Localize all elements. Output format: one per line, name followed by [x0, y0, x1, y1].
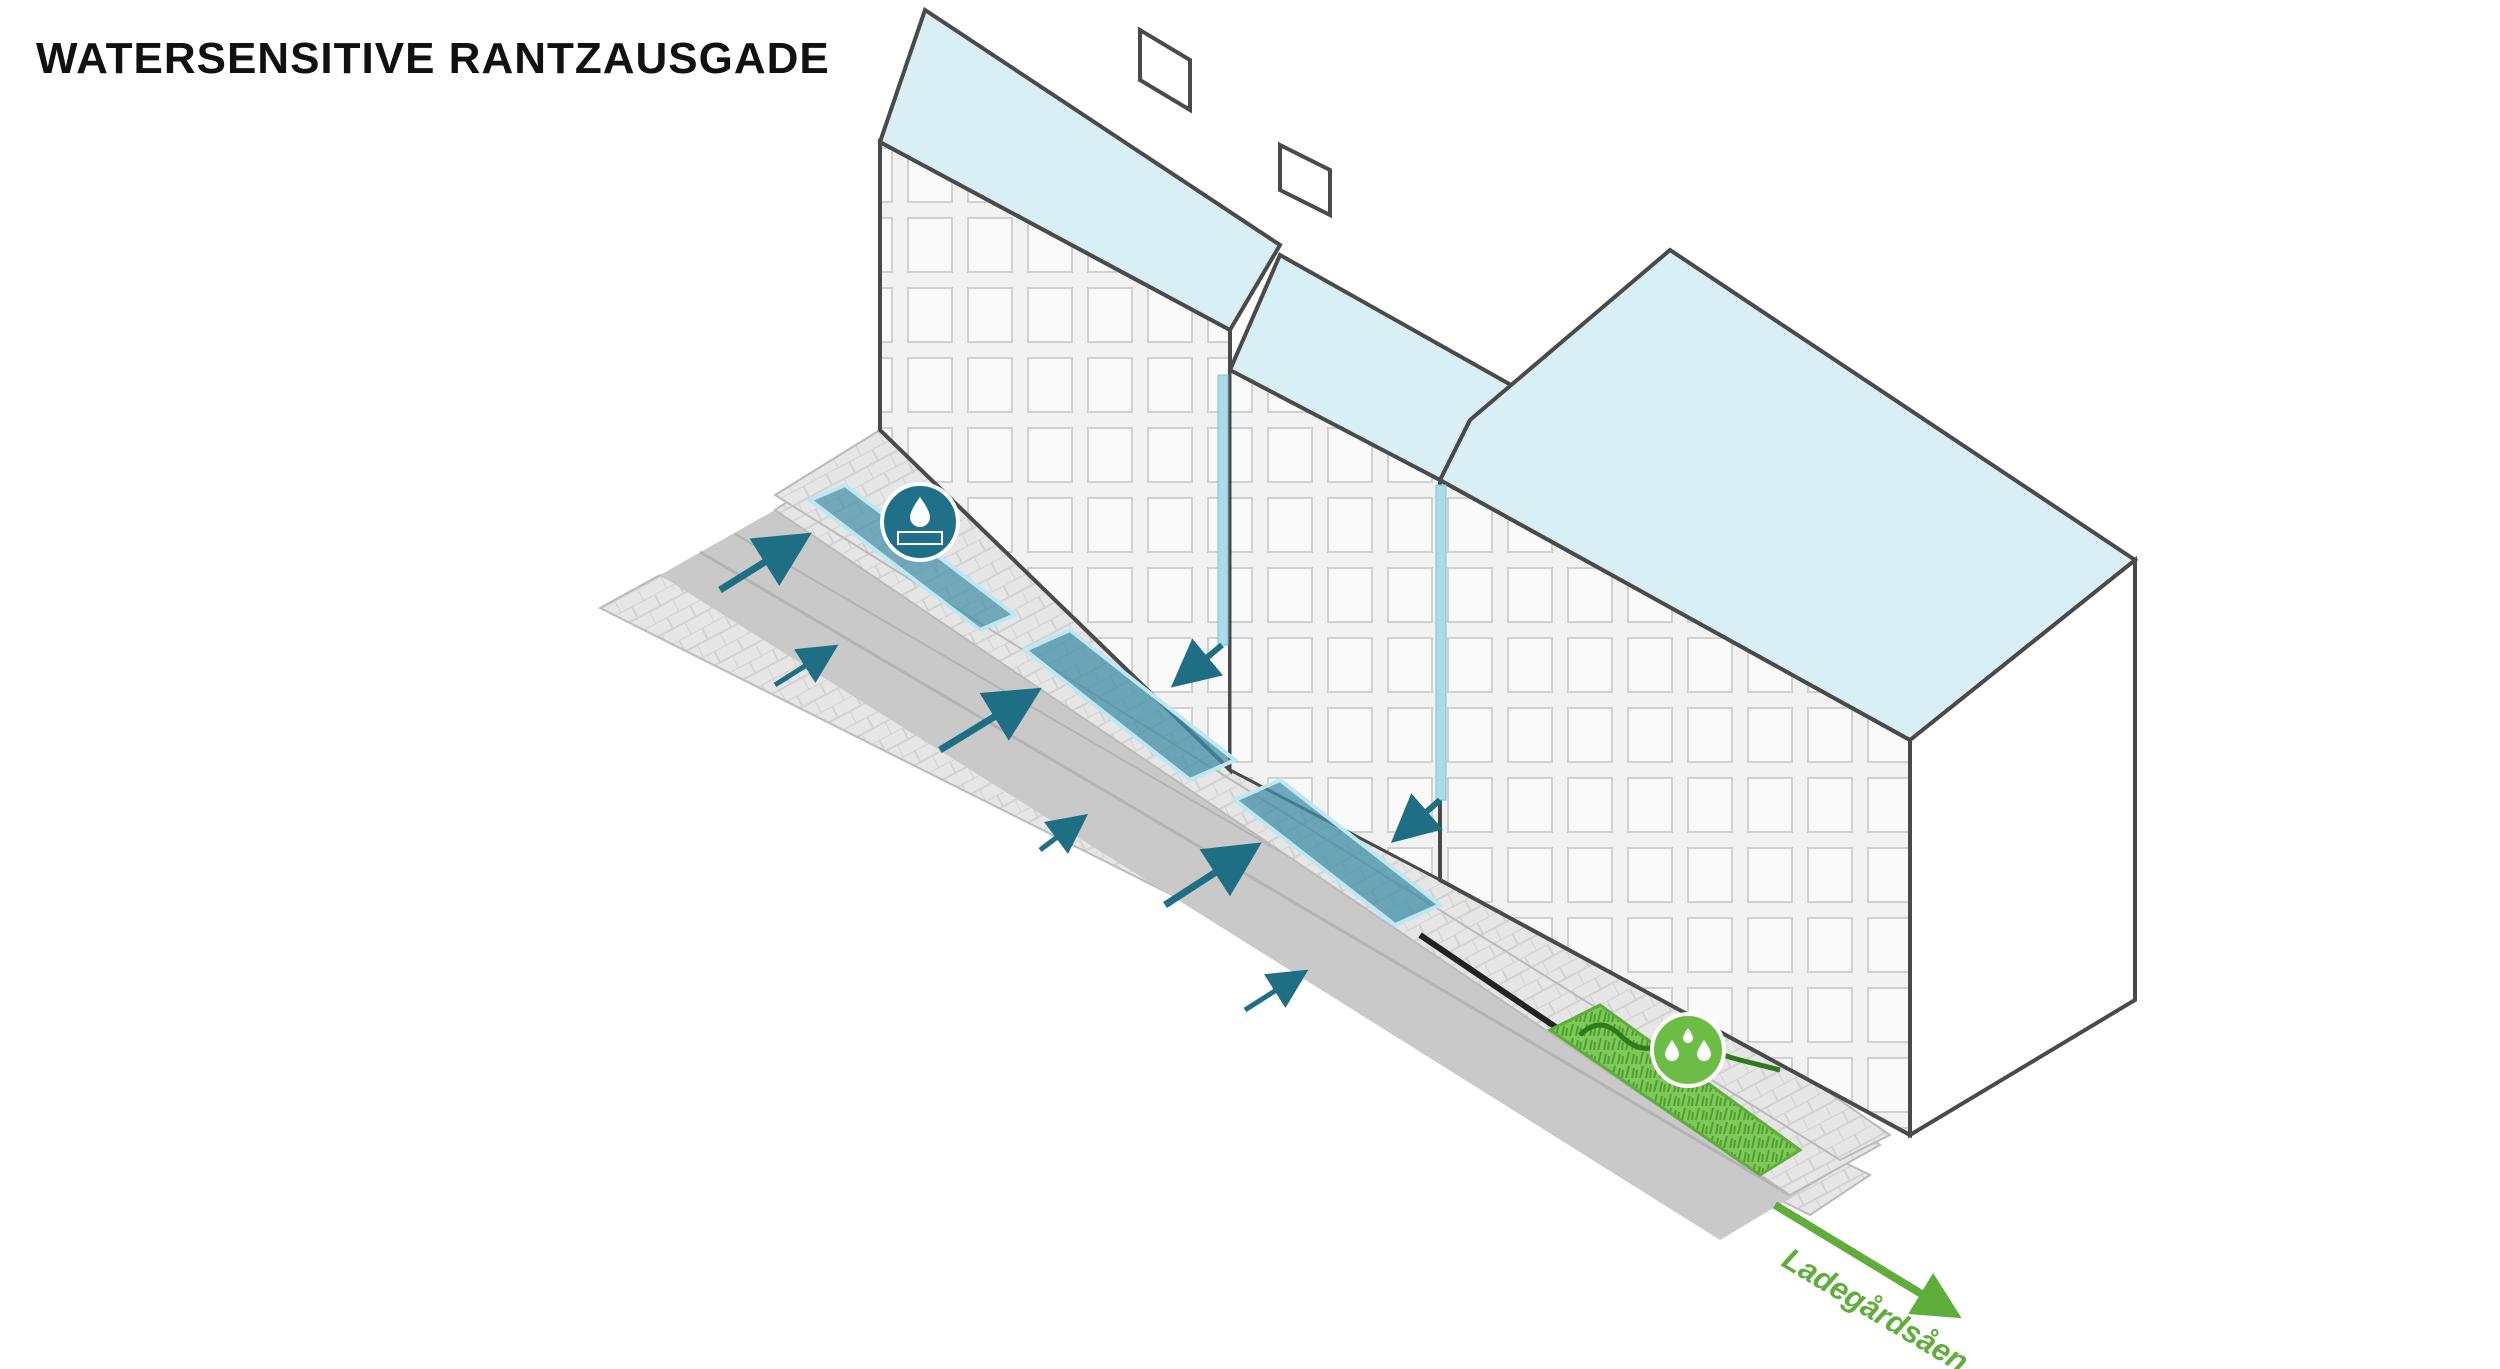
road-runoff-arrow: [718, 532, 812, 593]
building-right-roof: [1437, 247, 2139, 743]
basin-3: [1231, 777, 1444, 928]
basin-2: [1021, 627, 1239, 783]
chimney: [1138, 26, 1192, 114]
chimney: [1278, 141, 1332, 219]
road-runoff-arrow: [1038, 814, 1088, 854]
water-basins: [806, 482, 1803, 1177]
road-runoff-arrow: [1163, 842, 1262, 908]
road-runoff-arrow: [1243, 969, 1309, 1013]
evaporation-infiltration-icon: [1650, 1012, 1726, 1088]
building-left-roof: [877, 6, 1283, 333]
stream-outlet-arrow: [1772, 1201, 1962, 1319]
downpipe: [1435, 484, 1447, 801]
road-runoff-arrow: [773, 644, 839, 688]
pipe-line: [1418, 932, 1562, 1033]
runoff-arrows: [718, 532, 1443, 1013]
swale-planter: [1547, 1003, 1803, 1177]
page-title: WATERSENSITIVE RANTZAUSGADE: [36, 34, 830, 83]
downpipe-arrow: [1390, 793, 1443, 843]
water-storage-icon: [880, 482, 960, 562]
road-surface: [660, 510, 1870, 1240]
road-runoff-arrow: [938, 687, 1042, 753]
downpipe-arrow: [1170, 638, 1224, 688]
building-right: [1437, 247, 2139, 1139]
stream-outlet: Ladegårdsåen: [1772, 1201, 1975, 1369]
downpipe: [1217, 374, 1229, 646]
